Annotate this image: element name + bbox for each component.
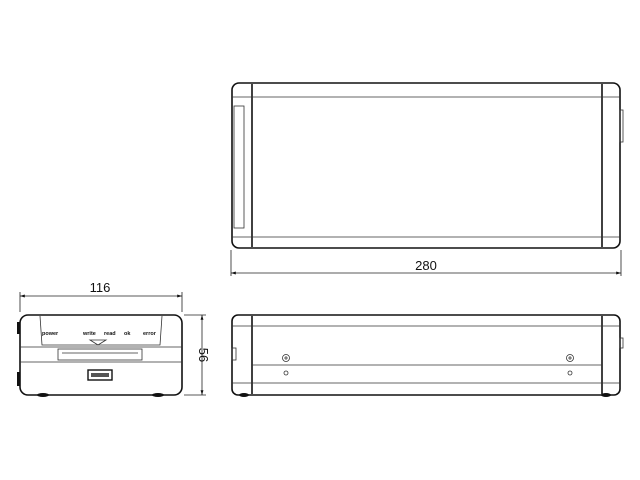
length-label: 280 xyxy=(415,258,437,273)
led-label-write: write xyxy=(82,331,96,337)
screw-icon xyxy=(282,354,290,362)
width-label: 116 xyxy=(90,280,111,295)
front-tab xyxy=(233,105,245,229)
rear-connector xyxy=(619,109,624,143)
height-label: 56 xyxy=(196,348,211,362)
screw-icon xyxy=(566,354,574,362)
width-dimension: 116 xyxy=(19,280,183,312)
led-label-power: power xyxy=(42,331,59,337)
length-dimension: 280 xyxy=(230,250,622,276)
side-view xyxy=(231,314,624,397)
led-label-ok: ok xyxy=(124,331,131,337)
top-view xyxy=(231,82,624,249)
height-dimension: 56 xyxy=(184,314,211,396)
hole-icon xyxy=(283,370,289,376)
led-label-read: read xyxy=(104,331,116,337)
card-slot xyxy=(57,348,143,361)
led-label-error: error xyxy=(143,331,157,337)
front-view: power write read ok error xyxy=(17,314,183,397)
hole-icon xyxy=(567,370,573,376)
